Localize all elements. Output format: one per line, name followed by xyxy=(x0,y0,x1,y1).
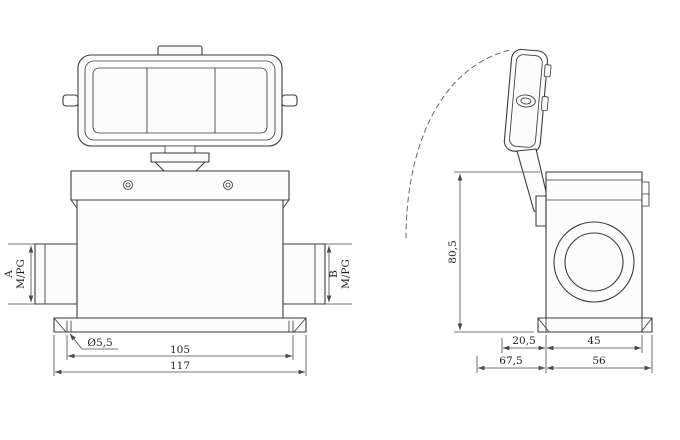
screw-left-center xyxy=(125,182,131,188)
cover-front xyxy=(62,45,298,147)
dim-105: 105 xyxy=(170,344,190,356)
dim-45: 45 xyxy=(587,335,600,347)
cover-side-pin xyxy=(540,96,549,112)
dim-67-5: 67,5 xyxy=(499,355,522,367)
body-front xyxy=(34,170,326,333)
cover-swing-arc xyxy=(405,49,511,239)
dim-117: 117 xyxy=(170,360,190,372)
latch-bar xyxy=(150,152,210,163)
latch-base xyxy=(154,161,206,172)
label-port-b-thread: M/PG xyxy=(340,259,352,289)
mounting-flange-side xyxy=(537,317,653,333)
latch-bracket-side xyxy=(535,195,547,227)
front-view xyxy=(34,45,326,333)
dimension-lines xyxy=(8,171,653,376)
screw-right-center xyxy=(225,182,231,188)
body-main xyxy=(76,199,284,319)
dim-hole-diameter: Ø5,5 xyxy=(87,337,112,349)
body-side xyxy=(537,171,653,333)
cable-entry-a xyxy=(34,243,78,305)
dim-80-5: 80,5 xyxy=(447,240,459,263)
cable-entry-b xyxy=(282,243,326,305)
latch-neck xyxy=(164,145,196,154)
flange-chamfer-left xyxy=(53,317,67,333)
flange-chamfer-right xyxy=(293,317,307,333)
cover-side-open xyxy=(503,48,552,154)
mounting-flange-front xyxy=(53,317,307,333)
latch-front xyxy=(150,145,210,172)
dim-56: 56 xyxy=(592,355,606,367)
cover-side-tab xyxy=(543,64,552,78)
label-port-a: A xyxy=(3,270,15,279)
body-collar xyxy=(70,170,290,201)
cover-inner-panel xyxy=(92,67,268,134)
dimension-labels: A M/PG B M/PG Ø5,5 105 117 80,5 20,5 45 … xyxy=(3,240,606,372)
label-port-a-thread: M/PG xyxy=(15,259,27,289)
leader-mounting-hole xyxy=(69,333,83,350)
dim-20-5: 20,5 xyxy=(512,335,535,347)
label-port-b: B xyxy=(328,270,340,278)
cover-pin-left xyxy=(62,94,79,107)
body-chamfer-left xyxy=(70,199,78,209)
gland-boss-inner xyxy=(564,232,624,292)
side-view xyxy=(405,48,653,333)
body-chamfer-right xyxy=(282,199,290,209)
cover-pin-right xyxy=(281,94,298,107)
